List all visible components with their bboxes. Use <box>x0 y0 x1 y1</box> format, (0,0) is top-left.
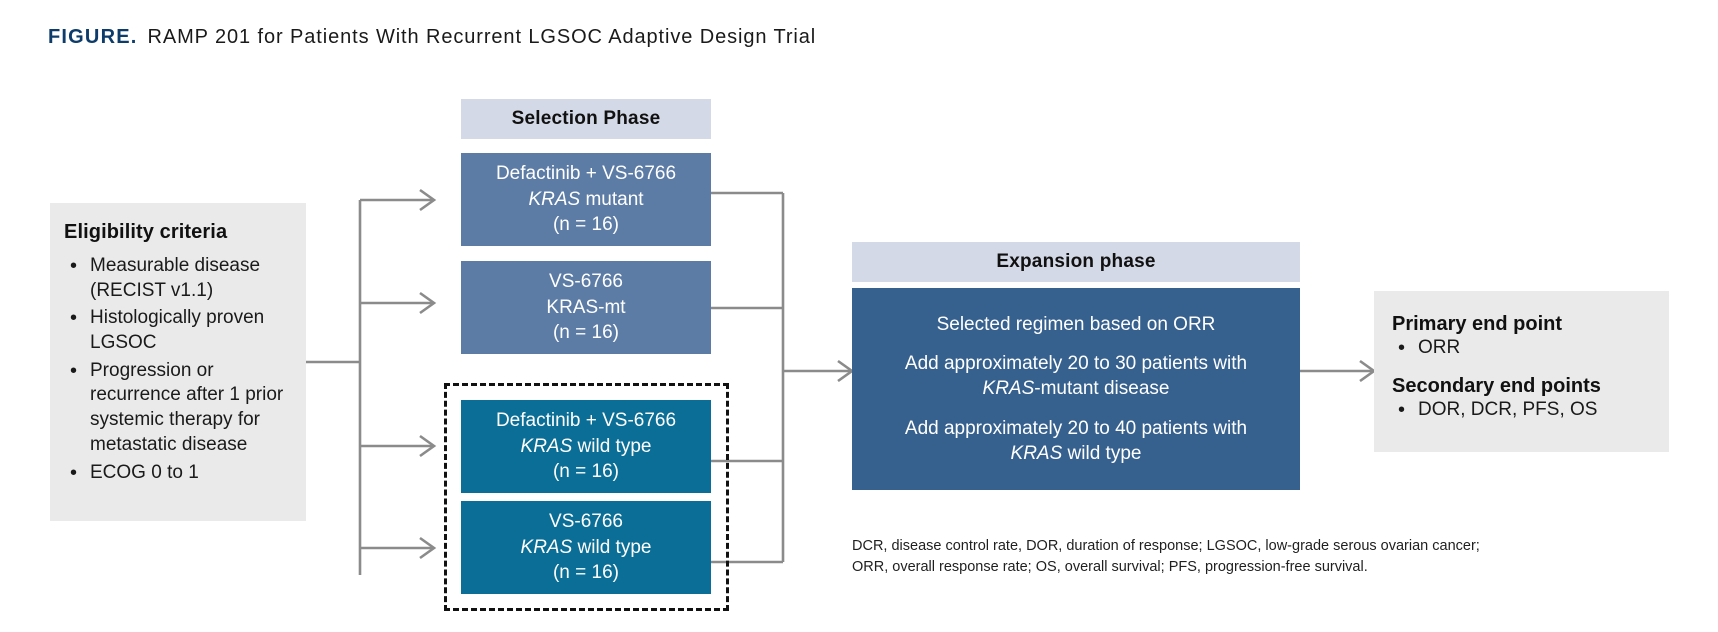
wire-arrowhead-expansion <box>837 359 855 383</box>
expansion-block-2: Add approximately 20 to 30 patients with… <box>905 351 1247 401</box>
end-points-panel: Primary end point ORR Secondary end poin… <box>1374 291 1669 452</box>
arm-line-3: (n = 16) <box>552 214 619 236</box>
arm-line-2-rest: wild type <box>572 435 652 457</box>
gene-italic: KRAS <box>1010 442 1063 464</box>
expansion-block-3-a: Add approximately 20 to 40 patients with <box>904 417 1248 439</box>
selection-arm-1[interactable]: Defactinib + VS-6766 KRAS mutant (n = 16… <box>461 153 711 246</box>
expansion-block-3-b: wild type <box>1062 442 1142 464</box>
figure-title: FIGURE. RAMP 201 for Patients With Recurr… <box>48 26 816 49</box>
arm-line-3: (n = 16) <box>552 322 619 344</box>
arm-line-2-rest: mutant <box>580 188 644 210</box>
figure-title-text: RAMP 201 for Patients With Recurrent LGS… <box>147 26 817 48</box>
expansion-block-2-b: -mutant disease <box>1034 378 1170 400</box>
arm-line-2-rest: KRAS-mt <box>546 296 626 318</box>
secondary-end-points-heading: Secondary end points <box>1392 374 1601 397</box>
eligibility-heading: Eligibility criteria <box>64 221 228 243</box>
gene-italic: KRAS <box>520 435 573 457</box>
figure-kicker: FIGURE. <box>48 26 138 48</box>
arm-line-3: (n = 16) <box>552 562 619 584</box>
arm-line-2: KRAS mutant <box>528 187 643 212</box>
arm-line-1: VS-6766 <box>549 511 623 533</box>
wire-arrowhead-2 <box>419 291 437 315</box>
wire-arrowhead-1 <box>419 188 437 212</box>
arm-line-3: (n = 16) <box>552 461 619 483</box>
expansion-block-3: Add approximately 20 to 40 patients with… <box>905 416 1247 466</box>
arm-line-1: VS-6766 <box>549 271 623 293</box>
wire-arrowhead-endpoints <box>1359 359 1377 383</box>
expansion-phase-box[interactable]: Selected regimen based on ORR Add approx… <box>852 288 1300 490</box>
wire-arrowhead-3 <box>419 434 437 458</box>
primary-end-point-heading: Primary end point <box>1392 313 1563 335</box>
arm-line-1: Defactinib + VS-6766 <box>495 410 677 432</box>
arm-line-2-rest: wild type <box>572 536 652 558</box>
selection-arm-2[interactable]: VS-6766 KRAS-mt (n = 16) <box>461 261 711 354</box>
eligibility-list: Measurable disease (RECIST v1.1) Histolo… <box>64 253 290 486</box>
footnote-line-2: ORR, overall response rate; OS, overall … <box>852 559 1368 576</box>
selection-arm-3[interactable]: Defactinib + VS-6766 KRAS wild type (n =… <box>461 400 711 493</box>
arm-line-1: Defactinib + VS-6766 <box>495 163 677 185</box>
gene-italic: KRAS <box>528 188 581 210</box>
expansion-block-2-a: Add approximately 20 to 30 patients with <box>904 353 1248 375</box>
expansion-line-1: Selected regimen based on ORR <box>936 314 1216 336</box>
list-item: Progression or recurrence after 1 prior … <box>64 358 290 458</box>
expansion-phase-header: Expansion phase <box>852 242 1300 282</box>
list-item: DOR, DCR, PFS, OS <box>1392 397 1651 423</box>
primary-end-point-list: ORR <box>1392 335 1651 361</box>
arm-line-2: KRAS wild type <box>521 434 652 459</box>
eligibility-panel: Eligibility criteria Measurable disease … <box>50 203 306 521</box>
list-item: ORR <box>1392 335 1651 361</box>
list-item: Histologically proven LGSOC <box>64 305 290 355</box>
arm-line-2: KRAS wild type <box>521 535 652 560</box>
list-item: ECOG 0 to 1 <box>64 460 290 486</box>
selection-phase-header: Selection Phase <box>461 99 711 139</box>
gene-italic: KRAS <box>982 378 1035 400</box>
arm-line-2: KRAS-mt <box>546 295 625 320</box>
list-item: Measurable disease (RECIST v1.1) <box>64 253 290 303</box>
selection-arm-4[interactable]: VS-6766 KRAS wild type (n = 16) <box>461 501 711 594</box>
footnote: DCR, disease control rate, DOR, duration… <box>852 536 1582 578</box>
wire-arrowhead-4 <box>419 536 437 560</box>
secondary-end-point-list: DOR, DCR, PFS, OS <box>1392 397 1651 423</box>
footnote-line-1: DCR, disease control rate, DOR, duration… <box>852 538 1480 554</box>
gene-italic: KRAS <box>520 536 573 558</box>
